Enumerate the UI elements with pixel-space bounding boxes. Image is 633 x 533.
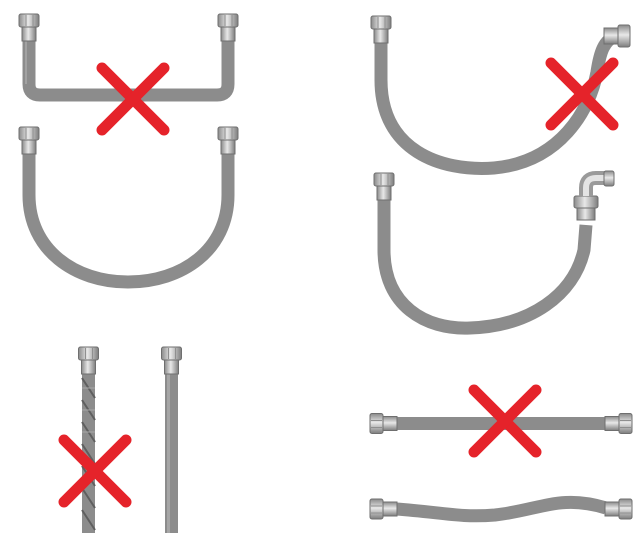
panel-j-bend-elbow xyxy=(373,170,615,335)
fitting-icon xyxy=(217,13,239,42)
fitting-icon xyxy=(18,13,40,42)
fitting-icon xyxy=(604,498,633,520)
panel-taut-hose xyxy=(369,390,633,452)
fitting-icon xyxy=(18,126,40,155)
fitting-icon xyxy=(373,172,395,201)
hose-j-elbow xyxy=(377,200,593,335)
hose-slack-horizontal xyxy=(395,495,608,523)
fitting-icon xyxy=(161,346,182,375)
hose-smooth-u xyxy=(22,152,235,289)
panel-twisted-hose xyxy=(64,346,126,533)
fitting-icon xyxy=(603,24,631,48)
hose-straight-vertical xyxy=(165,372,178,533)
panel-slack-hose xyxy=(369,495,633,523)
elbow-fitting-icon xyxy=(573,170,615,221)
fitting-icon xyxy=(604,413,633,434)
fitting-icon xyxy=(370,15,392,44)
fitting-icon xyxy=(369,498,398,520)
panel-j-bend-tight xyxy=(370,15,631,175)
hose-j-tight xyxy=(374,29,619,175)
panel-u-bend-smooth xyxy=(18,126,239,289)
panel-u-bend-sharp-corners xyxy=(18,13,239,130)
fitting-icon xyxy=(369,413,398,434)
panel-straight-hose xyxy=(161,346,182,533)
fitting-icon xyxy=(78,346,99,375)
fitting-icon xyxy=(217,126,239,155)
